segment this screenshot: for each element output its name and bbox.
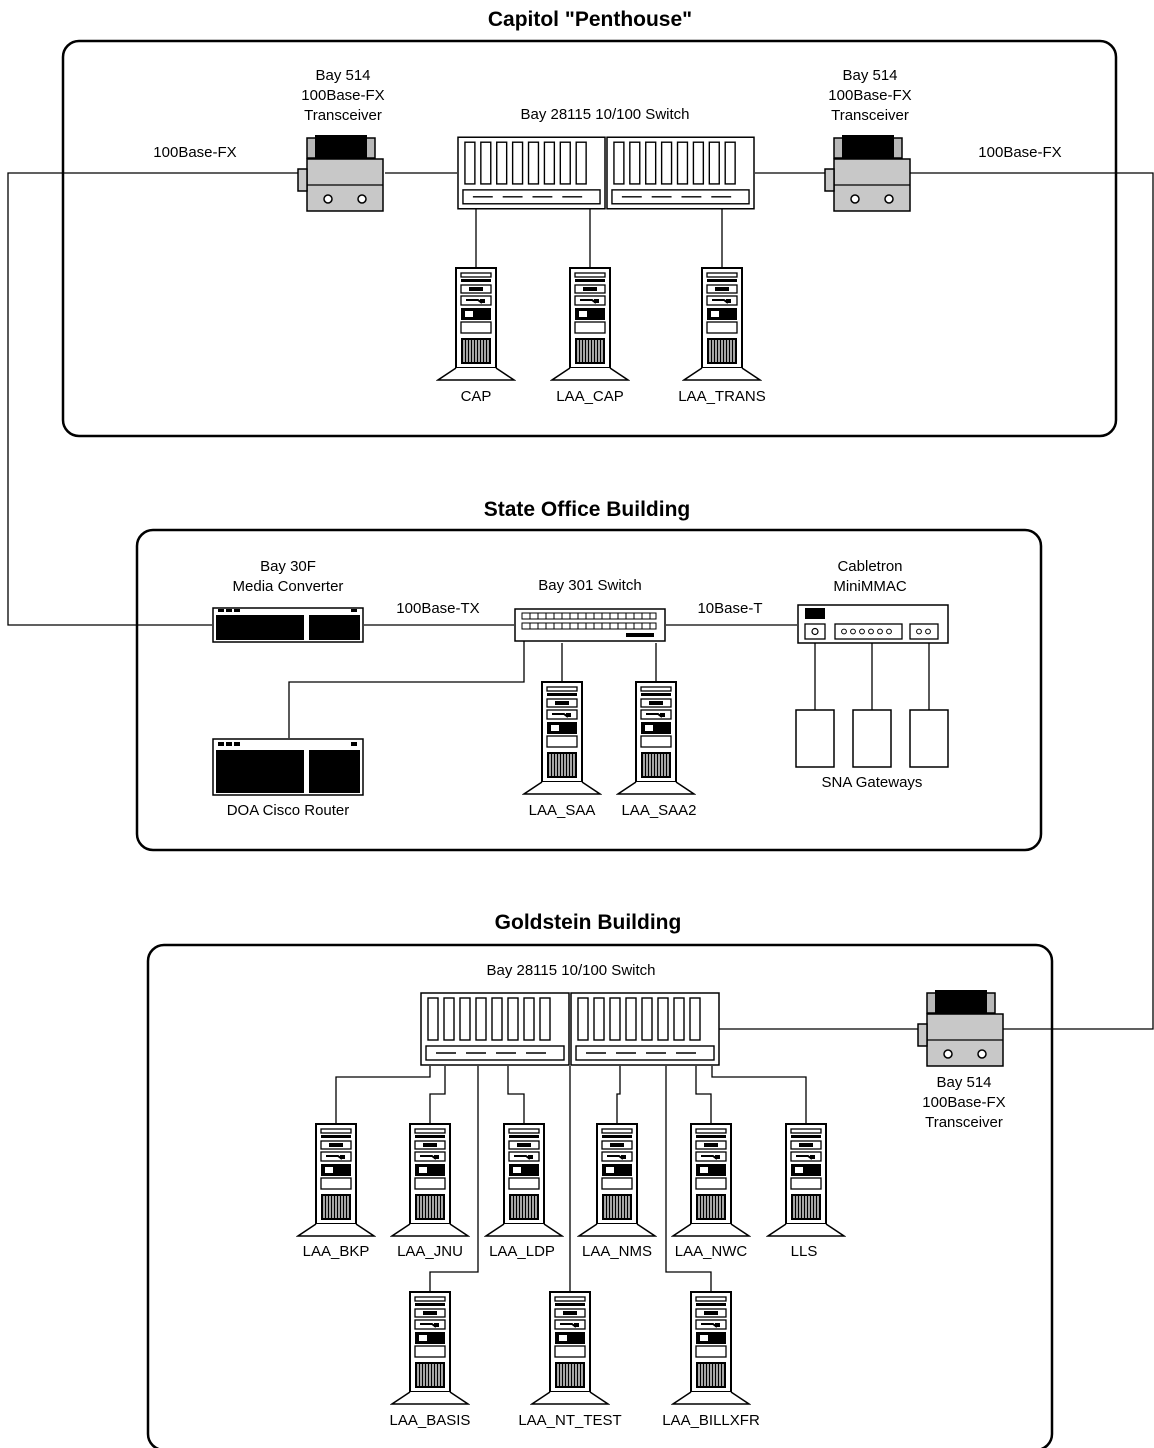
server-laa-jnu-icon	[391, 1123, 469, 1237]
server-laa-saa-label: LAA_SAA	[528, 802, 596, 819]
server-laa-billxfr-label: LAA_BILLXFR	[662, 1412, 760, 1429]
link-laa-billxfr	[665, 1066, 712, 1292]
link-laa-nwc	[695, 1066, 712, 1124]
sna-gateway-1-icon	[795, 709, 835, 768]
transceiver-left-line2: 100Base-FX	[301, 87, 385, 104]
link-laa-jnu	[429, 1066, 446, 1124]
transceiver-left-icon	[297, 134, 384, 212]
transceiver-right-icon	[824, 134, 911, 212]
cisco-router-label: DOA Cisco Router	[226, 802, 350, 819]
transceiver-goldstein-line2: 100Base-FX	[922, 1094, 1006, 1111]
sna-gateway-3-icon	[909, 709, 949, 768]
server-cap-label: CAP	[460, 388, 492, 405]
transceiver-goldstein-line1: Bay 514	[936, 1074, 992, 1091]
server-lls-label: LLS	[790, 1243, 818, 1260]
server-laa-basis-label: LAA_BASIS	[389, 1412, 471, 1429]
server-laa-nwc-icon	[672, 1123, 750, 1237]
transceiver-left-label: Bay 514 100Base-FX Transceiver	[273, 66, 413, 126]
server-laa-bkp-icon	[297, 1123, 375, 1237]
link-cisco-router	[288, 641, 525, 738]
fiber-right-link	[910, 172, 1154, 1030]
cisco-router-icon	[212, 738, 364, 796]
server-laa-trans-icon	[683, 267, 761, 381]
server-laa-trans-label: LAA_TRANS	[678, 388, 766, 405]
media-converter-line1: Bay 30F	[260, 558, 316, 575]
state-office-title: State Office Building	[483, 498, 691, 521]
server-laa-ldp-label: LAA_LDP	[489, 1243, 555, 1260]
media-converter-label: Bay 30F Media Converter	[208, 557, 368, 597]
capitol-building-box	[61, 39, 1118, 438]
transceiver-right-line1: Bay 514	[842, 67, 898, 84]
link-laa-nms	[616, 1066, 621, 1124]
switch-capitol-label: Bay 28115 10/100 Switch	[520, 106, 690, 123]
link-laa-ldp	[507, 1066, 525, 1124]
transceiver-goldstein-icon	[917, 989, 1004, 1067]
link-t-label: 10Base-T	[697, 600, 763, 617]
fiber-left-link	[7, 172, 300, 626]
server-laa-saa2-label: LAA_SAA2	[621, 802, 697, 819]
sna-gateway-2-icon	[852, 709, 892, 768]
server-laa-nms-label: LAA_NMS	[581, 1243, 653, 1260]
sna-gateways-label: SNA Gateways	[821, 774, 923, 791]
goldstein-title: Goldstein Building	[494, 911, 682, 934]
switch-goldstein-label: Bay 28115 10/100 Switch	[486, 962, 656, 979]
link-laa-basis	[429, 1066, 479, 1292]
link-tx-label: 100Base-TX	[396, 600, 480, 617]
goldstein-building-box	[146, 943, 1054, 1448]
server-laa-nwc-label: LAA_NWC	[674, 1243, 748, 1260]
server-laa-jnu-label: LAA_JNU	[397, 1243, 463, 1260]
server-laa-basis-icon	[391, 1291, 469, 1405]
server-laa-billxfr-icon	[672, 1291, 750, 1405]
state-office-building-box	[135, 528, 1043, 852]
media-converter-line2: Media Converter	[232, 578, 344, 595]
server-lls-icon	[767, 1123, 845, 1237]
transceiver-left-line1: Bay 514	[315, 67, 371, 84]
server-laa-nt-test-icon	[531, 1291, 609, 1405]
minimmac-line2: MiniMMAC	[833, 578, 907, 595]
server-laa-nt-test-label: LAA_NT_TEST	[518, 1412, 622, 1429]
transceiver-left-line3: Transceiver	[304, 107, 382, 124]
server-laa-cap-icon	[551, 267, 629, 381]
link-fx-left-label: 100Base-FX	[153, 144, 237, 161]
minimmac-label: Cabletron MiniMMAC	[800, 557, 940, 597]
server-laa-ldp-icon	[485, 1123, 563, 1237]
server-laa-saa2-icon	[617, 681, 695, 795]
switch-capitol-icon	[457, 136, 755, 210]
server-laa-saa-icon	[523, 681, 601, 795]
switch-goldstein-icon	[420, 992, 720, 1066]
transceiver-right-line2: 100Base-FX	[828, 87, 912, 104]
minimmac-icon	[797, 604, 949, 644]
transceiver-right-label: Bay 514 100Base-FX Transceiver	[800, 66, 940, 126]
transceiver-goldstein-line3: Transceiver	[925, 1114, 1003, 1131]
server-cap-icon	[437, 267, 515, 381]
capitol-title: Capitol "Penthouse"	[487, 8, 693, 31]
switch-301-icon	[514, 608, 666, 642]
server-laa-cap-label: LAA_CAP	[556, 388, 624, 405]
transceiver-right-line3: Transceiver	[831, 107, 909, 124]
server-laa-bkp-label: LAA_BKP	[302, 1243, 370, 1260]
connection-lines	[7, 172, 1154, 1292]
link-fx-right-label: 100Base-FX	[978, 144, 1062, 161]
transceiver-goldstein-label: Bay 514 100Base-FX Transceiver	[894, 1073, 1034, 1133]
minimmac-line1: Cabletron	[837, 558, 903, 575]
media-converter-icon	[212, 607, 364, 643]
link-laa-bkp	[335, 1066, 431, 1124]
server-laa-nms-icon	[578, 1123, 656, 1237]
switch-301-label: Bay 301 Switch	[538, 577, 642, 594]
link-lls	[711, 1066, 807, 1124]
